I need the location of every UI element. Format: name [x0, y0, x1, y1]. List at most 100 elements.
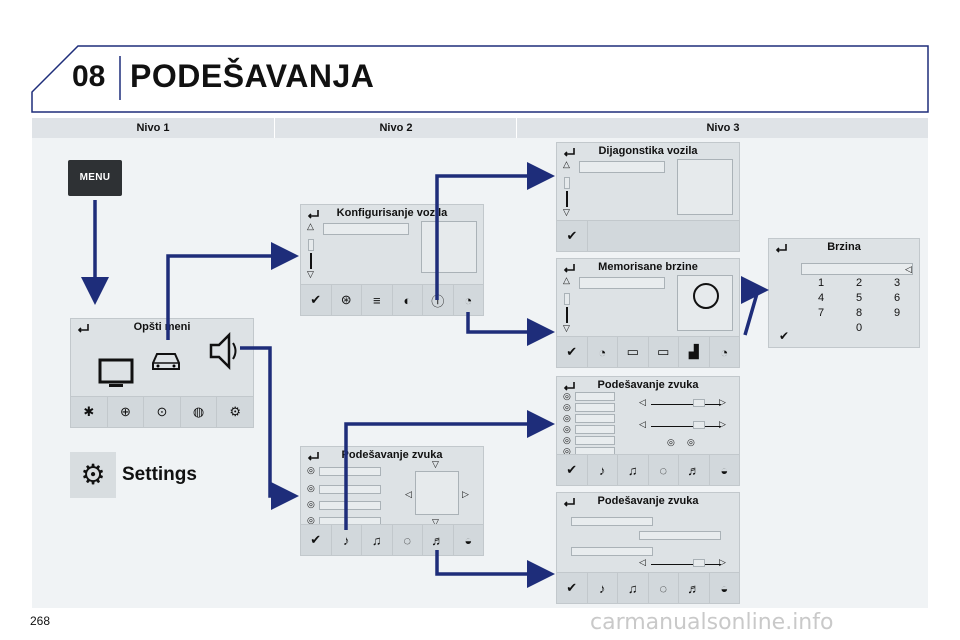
back-arrow-icon[interactable]	[562, 263, 576, 273]
key-2[interactable]: 2	[855, 277, 863, 289]
slider-thumb[interactable]	[693, 559, 705, 567]
slider-field[interactable]	[319, 485, 381, 494]
list-item[interactable]	[323, 223, 409, 235]
settings-gear-icon[interactable]: ⚙	[70, 452, 116, 498]
voice-icon[interactable]: ◒	[720, 580, 729, 596]
check-icon[interactable]: ✔	[779, 329, 790, 343]
voice-icon[interactable]: ◒	[464, 532, 473, 548]
slider-field[interactable]	[575, 392, 615, 401]
right-arrow-icon[interactable]: ▷	[719, 419, 726, 429]
left-arrow-icon[interactable]: ◁	[639, 397, 646, 407]
speedometer-icon[interactable]: ◔	[588, 337, 618, 367]
knob-icon[interactable]: ◎	[563, 435, 571, 445]
speedometer-alt-icon[interactable]: ◔	[720, 344, 729, 360]
option-field[interactable]	[571, 547, 653, 556]
scroll-down-icon[interactable]: ▽	[307, 269, 314, 279]
speed-input[interactable]	[801, 263, 913, 275]
speaker-icon[interactable]	[207, 331, 241, 371]
cruise-icon[interactable]: ▭	[618, 337, 649, 367]
equalizer-icon[interactable]: ♪	[332, 525, 362, 555]
scroll-down-icon[interactable]: ▽	[563, 323, 570, 333]
scroll-up-icon[interactable]: △	[307, 221, 314, 231]
check-icon[interactable]: ✔	[557, 573, 588, 603]
knob-icon[interactable]: ◎	[307, 499, 315, 509]
back-arrow-icon[interactable]	[562, 497, 576, 507]
back-arrow-icon[interactable]	[562, 381, 576, 391]
left-arrow-icon[interactable]: ◁	[639, 419, 646, 429]
backspace-icon[interactable]: ◁	[905, 264, 912, 274]
key-3[interactable]: 3	[893, 277, 901, 289]
knob-icon[interactable]: ◎	[563, 413, 571, 423]
key-4[interactable]: 4	[817, 292, 825, 304]
menu-button[interactable]: MENU	[68, 160, 122, 196]
navigation-icon[interactable]: ⊕	[108, 397, 145, 427]
loudness-icon[interactable]: ♫	[618, 455, 649, 485]
back-arrow-icon[interactable]	[306, 451, 320, 461]
key-6[interactable]: 6	[893, 292, 901, 304]
scroll-thumb[interactable]	[308, 239, 314, 251]
balance-box[interactable]	[415, 471, 459, 515]
key-9[interactable]: 9	[893, 307, 901, 319]
right-arrow-icon[interactable]: ▷	[719, 557, 726, 567]
knob-icon[interactable]: ◎	[667, 437, 675, 447]
up-arrow-icon[interactable]: ▽	[432, 459, 439, 469]
right-arrow-icon[interactable]: ▷	[462, 489, 469, 499]
key-8[interactable]: 8	[855, 307, 863, 319]
knob-icon[interactable]: ◎	[687, 437, 695, 447]
key-1[interactable]: 1	[817, 277, 825, 289]
scroll-up-icon[interactable]: △	[563, 159, 570, 169]
speedometer-icon[interactable]: ◔	[464, 292, 473, 308]
left-arrow-icon[interactable]: ◁	[405, 489, 412, 499]
surround-icon[interactable]: ◌	[649, 573, 679, 603]
graph-icon[interactable]: ▟	[679, 337, 710, 367]
list-item[interactable]	[579, 161, 665, 173]
fader-slider[interactable]	[651, 426, 721, 427]
knob-icon[interactable]: ◎	[563, 446, 571, 456]
option-field[interactable]	[571, 517, 653, 526]
back-arrow-icon[interactable]	[306, 209, 320, 219]
loudness-icon[interactable]: ♫	[618, 573, 649, 603]
check-icon[interactable]: ✔	[301, 285, 332, 315]
surround-icon[interactable]: ◌	[649, 455, 679, 485]
down-arrow-icon[interactable]: ▽	[432, 517, 439, 527]
scroll-thumb[interactable]	[564, 177, 570, 189]
equalizer-icon[interactable]: ♪	[588, 455, 618, 485]
bluetooth-icon[interactable]: ✱	[71, 397, 108, 427]
back-arrow-icon[interactable]	[76, 323, 90, 333]
lights-icon[interactable]: ≡	[362, 285, 393, 315]
radio-icon[interactable]: ⊙	[144, 397, 181, 427]
gear-icon[interactable]: ⚙	[229, 404, 241, 419]
music-icon[interactable]: ♬	[679, 573, 710, 603]
list-item[interactable]	[579, 277, 665, 289]
steering-icon[interactable]: ⊛	[332, 285, 362, 315]
option-field[interactable]	[639, 531, 721, 540]
key-7[interactable]: 7	[817, 307, 825, 319]
knob-icon[interactable]: ◎	[563, 424, 571, 434]
level-slider[interactable]	[651, 564, 721, 565]
slider-thumb[interactable]	[693, 421, 705, 429]
slider-field[interactable]	[575, 436, 615, 445]
limiter-icon[interactable]: ▭	[649, 337, 679, 367]
music-icon[interactable]: ♬	[679, 455, 710, 485]
scroll-up-icon[interactable]: △	[563, 275, 570, 285]
slider-field[interactable]	[575, 425, 615, 434]
knob-icon[interactable]: ◎	[563, 402, 571, 412]
left-arrow-icon[interactable]: ◁	[639, 557, 646, 567]
loudness-icon[interactable]: ♫	[362, 525, 393, 555]
check-icon[interactable]: ✔	[301, 525, 332, 555]
key-5[interactable]: 5	[855, 292, 863, 304]
knob-icon[interactable]: ◎	[563, 391, 571, 401]
knob-icon[interactable]: ◎	[307, 465, 315, 475]
scroll-down-icon[interactable]: ▽	[563, 207, 570, 217]
knob-icon[interactable]: ◎	[307, 515, 315, 525]
key-0[interactable]: 0	[855, 322, 863, 334]
balance-slider[interactable]	[651, 404, 721, 405]
check-icon[interactable]: ✔	[557, 455, 588, 485]
headlight-icon[interactable]: ◐	[393, 285, 423, 315]
right-arrow-icon[interactable]: ▷	[719, 397, 726, 407]
scroll-thumb[interactable]	[564, 293, 570, 305]
check-icon[interactable]: ✔	[557, 337, 588, 367]
info-icon[interactable]: ⓘ	[423, 285, 454, 315]
back-arrow-icon[interactable]	[562, 147, 576, 157]
music-icon[interactable]: ♬	[423, 525, 454, 555]
